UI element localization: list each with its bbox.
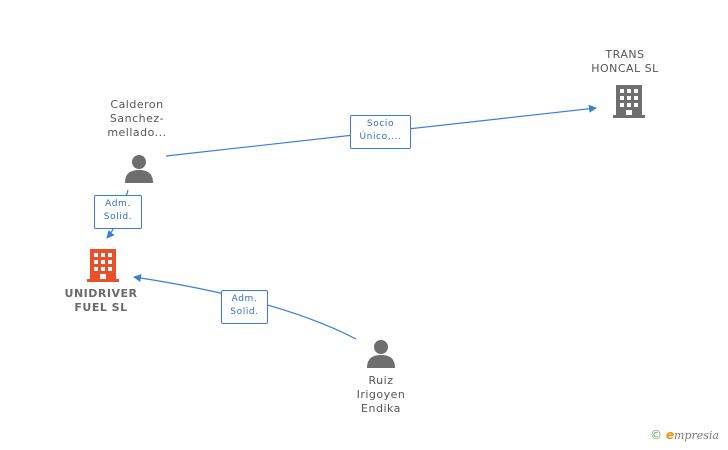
edge-label-adm-ruiz[interactable]: Adm. Solid. (221, 290, 268, 324)
brand-logo-name: mpresia (673, 429, 719, 442)
node-label-trans-honcal[interactable]: TRANS HONCAL SL (591, 48, 659, 75)
node-label-ruiz[interactable]: Ruiz Irigoyen Endika (356, 374, 406, 415)
edge-label-adm-calderon[interactable]: Adm. Solid. (94, 195, 142, 229)
edge-label-socio[interactable]: Socio Único,... (350, 115, 411, 149)
node-label-unidriver[interactable]: UNIDRIVER FUEL SL (64, 287, 138, 314)
person-icon[interactable] (124, 154, 154, 184)
node-label-calderon[interactable]: Calderon Sanchez- mellado... (107, 98, 167, 139)
building-icon[interactable] (613, 83, 645, 119)
building-icon[interactable] (87, 247, 119, 283)
copyright-symbol: © (650, 428, 662, 442)
brand-footer: © empresia (650, 428, 719, 442)
person-icon[interactable] (366, 339, 396, 369)
brand-logo-initial: e (665, 428, 674, 442)
